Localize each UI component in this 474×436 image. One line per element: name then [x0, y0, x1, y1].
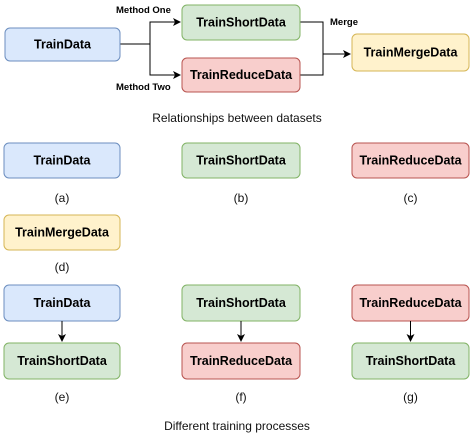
box-train-short-data-rect	[181, 4, 301, 41]
panel-a-label: TrainData	[34, 154, 92, 168]
panel-b-caption: (b)	[234, 191, 249, 205]
panel-b-label: TrainShortData	[196, 154, 287, 168]
box-train-data: TrainData	[4, 27, 121, 62]
process-panels: TrainData TrainShortData (e) TrainShortD…	[3, 284, 470, 433]
caption-relationships: Relationships between datasets	[152, 111, 321, 125]
box-train-merge-data: TrainMergeData	[351, 33, 470, 72]
process-e-from-label: TrainData	[34, 296, 92, 310]
box-train-reduce-data: TrainReduceData	[181, 57, 301, 93]
merge-label: Merge	[330, 17, 358, 28]
caption-training-processes: Different training processes	[164, 419, 310, 433]
box-train-data-label: TrainData	[34, 38, 92, 52]
panel-d: TrainMergeData (d)	[3, 214, 121, 274]
panel-a-box	[3, 142, 121, 179]
box-train-merge-data-label: TrainMergeData	[364, 46, 459, 60]
panel-c-label: TrainReduceData	[359, 154, 462, 168]
box-train-short-data: TrainShortData	[181, 4, 301, 41]
process-g-to-label: TrainShortData	[366, 354, 457, 368]
panel-c-box	[351, 142, 470, 179]
box-train-merge-data-rect	[351, 33, 470, 72]
process-f-caption: (f)	[235, 390, 246, 404]
process-f-from-label: TrainShortData	[196, 296, 287, 310]
process-g-caption: (g)	[403, 390, 418, 404]
edge-merge-from-short	[300, 21, 351, 58]
process-e-to-label: TrainShortData	[17, 354, 108, 368]
process-e: TrainData TrainShortData (e)	[3, 284, 121, 404]
process-g-from-label: TrainReduceData	[359, 296, 462, 310]
process-f-to-label: TrainReduceData	[190, 354, 293, 368]
edge-merge-from-reduce	[300, 54, 324, 76]
panel-a-caption: (a)	[55, 191, 70, 205]
box-train-data-rect	[4, 27, 121, 62]
process-f: TrainShortData TrainReduceData (f)	[181, 284, 301, 404]
panel-b: TrainShortData (b)	[181, 142, 301, 205]
box-train-reduce-data-rect	[181, 57, 301, 93]
process-e-to-box	[3, 342, 121, 380]
box-train-reduce-data-label: TrainReduceData	[190, 68, 293, 82]
panel-d-caption: (d)	[55, 260, 70, 274]
process-g: TrainReduceData TrainShortData (g)	[351, 284, 470, 404]
box-train-short-data-label: TrainShortData	[196, 16, 287, 30]
dataset-panels: TrainData (a) TrainShortData (b) TrainRe…	[3, 142, 470, 274]
process-f-to-box	[181, 342, 301, 380]
edge-method-one	[149, 18, 181, 44]
process-g-to-box	[351, 342, 470, 380]
panel-c-caption: (c)	[404, 191, 418, 205]
method-two-label: Method Two	[116, 82, 171, 93]
process-e-caption: (e)	[55, 390, 70, 404]
panel-b-box	[181, 142, 301, 179]
panel-c: TrainReduceData (c)	[351, 142, 470, 205]
method-one-label: Method One	[116, 5, 171, 16]
relationship-diagram: Method One Method Two Merge TrainData Tr…	[4, 4, 470, 125]
panel-a: TrainData (a)	[3, 142, 121, 205]
panel-d-label: TrainMergeData	[15, 226, 110, 240]
panel-d-box	[3, 214, 121, 251]
edge-method-two	[149, 44, 181, 79]
